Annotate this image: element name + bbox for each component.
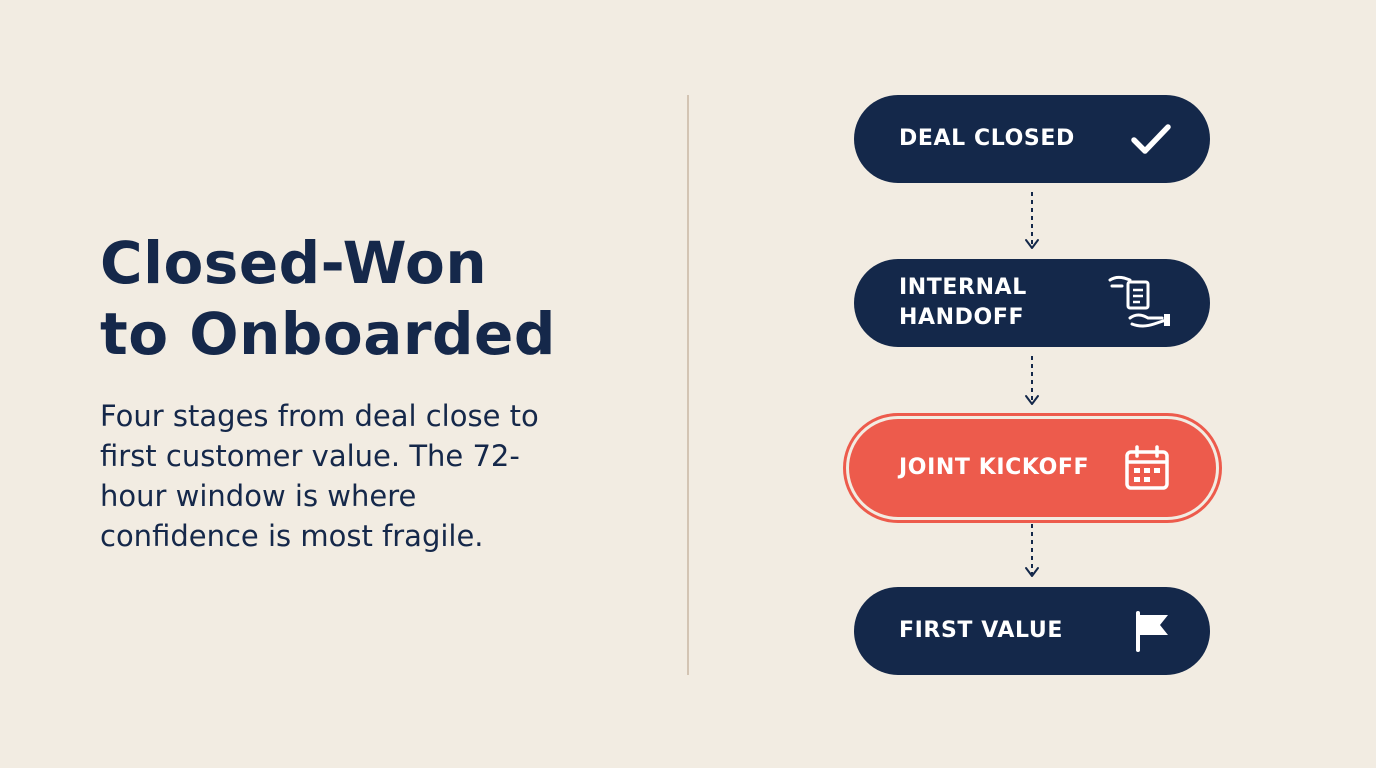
connector-arrow-2 <box>1025 356 1039 405</box>
document-handoff-icon <box>1108 274 1172 332</box>
stage-internal-handoff: INTERNAL HANDOFF <box>854 259 1210 347</box>
stage-label: JOINT KICKOFF <box>899 455 1090 480</box>
page-title: Closed-Won to Onboarded <box>100 228 620 370</box>
vertical-divider <box>687 95 689 675</box>
stage-first-value: FIRST VALUE <box>854 587 1210 675</box>
stage-label-line-1: INTERNAL <box>899 275 1027 300</box>
intro-panel: Closed-Won to Onboarded Four stages from… <box>100 228 620 556</box>
stage-deal-closed: DEAL CLOSED <box>854 95 1210 183</box>
calendar-icon <box>1124 445 1170 491</box>
checkmark-icon <box>1130 122 1172 156</box>
stage-label: DEAL CLOSED <box>899 126 1075 151</box>
connector-arrow-3 <box>1025 524 1039 577</box>
stage-joint-kickoff: JOINT KICKOFF <box>846 416 1219 520</box>
stage-label-line-2: HANDOFF <box>899 305 1025 330</box>
title-line-2: to Onboarded <box>100 300 556 368</box>
stage-label: INTERNAL HANDOFF <box>899 273 1027 333</box>
title-line-1: Closed-Won <box>100 229 488 297</box>
connector-arrow-1 <box>1025 192 1039 249</box>
flag-icon <box>1132 610 1172 652</box>
page-subtitle: Four stages from deal close to first cus… <box>100 399 539 553</box>
stage-label: FIRST VALUE <box>899 618 1063 643</box>
